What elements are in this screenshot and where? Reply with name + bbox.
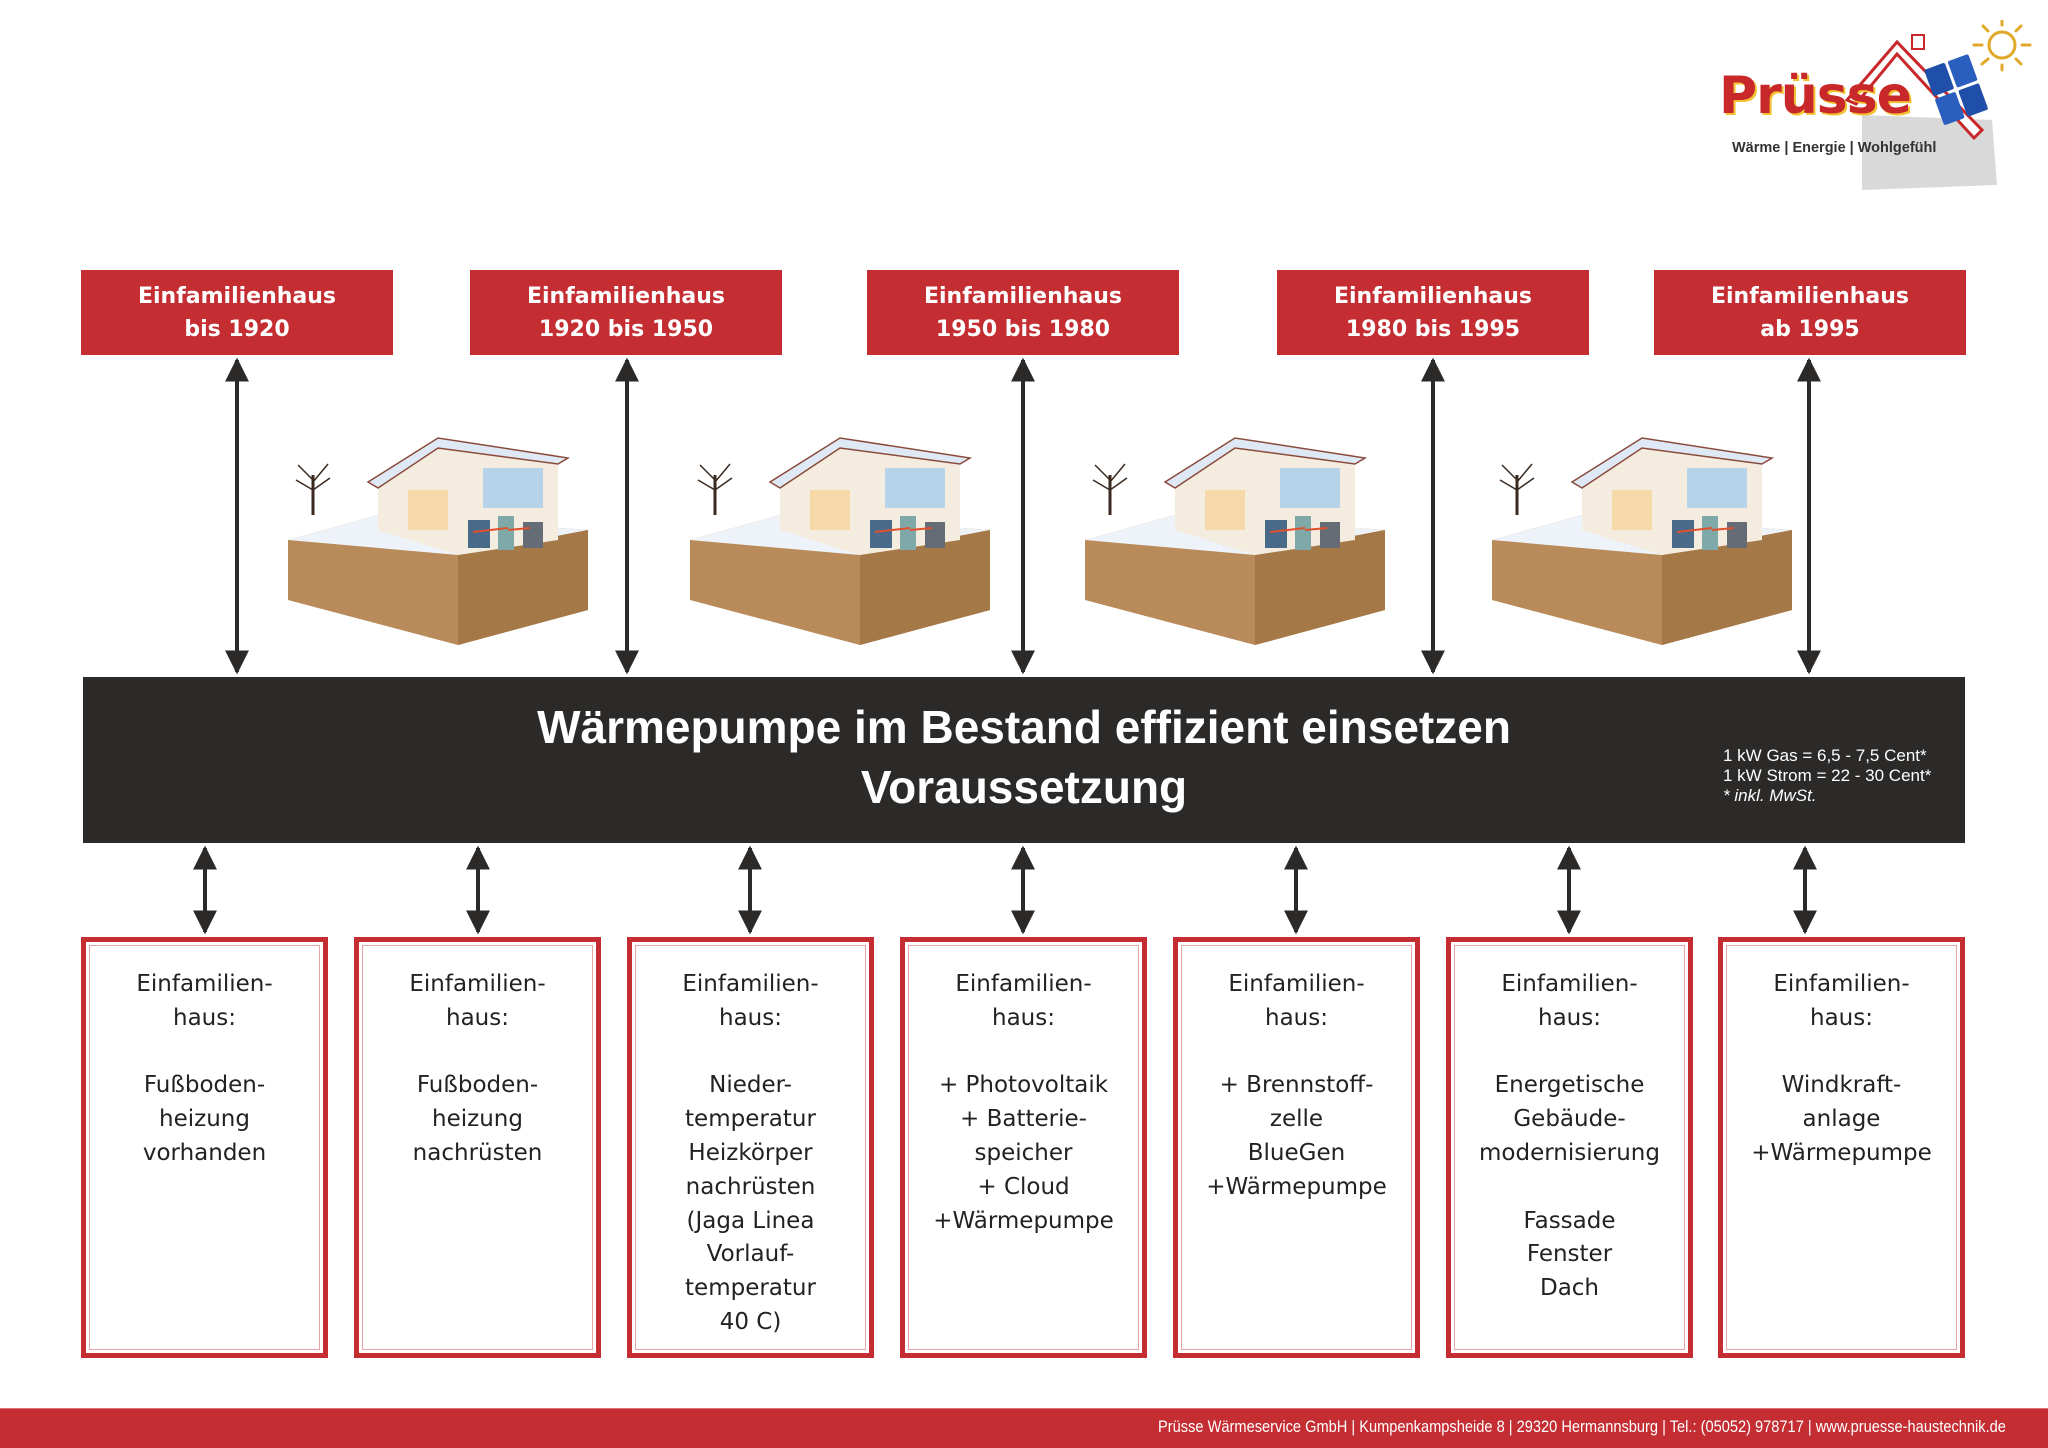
requirement-line: Energetische [1494, 1072, 1645, 1099]
requirement-line: haus: [719, 1004, 782, 1031]
banner-title-line1: Wärmepumpe im Bestand effizient einsetze… [537, 701, 1511, 753]
requirement-line: anlage [1802, 1106, 1881, 1133]
line-gap [632, 1036, 869, 1070]
era-range: 1920 bis 1950 [538, 316, 714, 342]
requirement-line: Einfamilien- [955, 971, 1092, 997]
era-title: Einfamilienhaus [137, 283, 337, 309]
requirement-box: Einfamilien-haus: Fußboden-heizung vorhand… [81, 937, 328, 1358]
main-banner: Wärmepumpe im Bestand effizient einsetze… [83, 677, 1965, 843]
requirement-line: haus: [1265, 1004, 1328, 1031]
era-box-bis-1920: Einfamilienhaus bis 1920 [81, 270, 393, 355]
banner-title: Wärmepumpe im Bestand effizient einsetze… [83, 697, 1965, 817]
requirement-line: Fassade [1523, 1207, 1616, 1234]
requirement-line: Einfamilien- [409, 971, 546, 997]
company-logo: Prüsse Wärme | Energie | Wohlgefühl [1712, 20, 2032, 190]
era-range: 1980 bis 1995 [1345, 316, 1521, 342]
requirement-line: haus: [446, 1004, 509, 1031]
requirement-line: Vorlauf- [706, 1241, 795, 1268]
requirement-line: +Wärmepumpe [1751, 1139, 1932, 1166]
requirement-line: Gebäude- [1513, 1106, 1626, 1133]
line-gap [1723, 1036, 1960, 1070]
requirement-line: BlueGen [1247, 1139, 1346, 1166]
era-range: bis 1920 [184, 316, 290, 342]
era-title: Einfamilienhaus [923, 283, 1123, 309]
era-box-1920-1950: Einfamilienhaus 1920 bis 1950 [470, 270, 782, 355]
requirement-line: modernisierung [1479, 1139, 1660, 1166]
logo-brand-name: Prüsse [1719, 66, 1912, 126]
requirement-line: Heizkörper [688, 1139, 813, 1166]
requirement-line: speicher [974, 1139, 1073, 1166]
price-notes: 1 kW Gas = 6,5 - 7,5 Cent* 1 kW Strom = … [1723, 746, 1931, 806]
requirement-line: haus: [173, 1004, 236, 1031]
era-range: ab 1995 [1760, 316, 1860, 342]
footer-bar: Prüsse Wärmeservice GmbH | Kumpenkampshe… [0, 1408, 2048, 1448]
requirement-box: Einfamilien-haus: Windkraft-anlage +Wärmep… [1718, 937, 1965, 1358]
era-box-1980-1995: Einfamilienhaus 1980 bis 1995 [1277, 270, 1589, 355]
requirement-line: Fußboden- [143, 1072, 266, 1099]
house-groundwater-well-icon [1085, 437, 1385, 645]
footer-contact-text: Prüsse Wärmeservice GmbH | Kumpenkampshe… [1158, 1417, 2006, 1436]
requirement-line: Fenster [1526, 1241, 1613, 1268]
house-ground-collector-icon [288, 437, 588, 645]
house-air-intake-icon [690, 437, 990, 645]
requirement-line: Windkraft- [1781, 1072, 1902, 1099]
requirement-line: Dach [1539, 1275, 1600, 1302]
note-power-price: 1 kW Strom = 22 - 30 Cent* [1723, 766, 1932, 785]
requirement-line: Einfamilien- [1228, 971, 1365, 997]
requirement-line: (Jaga Linea [686, 1207, 815, 1234]
requirement-box: Einfamilien-haus: Fußboden-heizung nachrüs… [354, 937, 601, 1358]
era-title: Einfamilienhaus [1333, 283, 1533, 309]
requirement-line: Einfamilien- [1773, 971, 1910, 997]
requirement-line: Einfamilien- [136, 971, 273, 997]
requirement-line: heizung [159, 1106, 250, 1133]
requirement-line: Einfamilien- [1501, 971, 1638, 997]
requirement-line: haus: [1538, 1004, 1601, 1031]
requirement-line: haus: [992, 1004, 1055, 1031]
line-gap [359, 1036, 596, 1070]
requirement-line: Fußboden- [416, 1072, 539, 1099]
era-title: Einfamilienhaus [526, 283, 726, 309]
banner-title-line2: Voraussetzung [860, 761, 1188, 813]
line-gap [905, 1036, 1142, 1070]
requirement-line: +Wärmepumpe [1206, 1173, 1387, 1200]
requirement-line: + Brennstoff- [1219, 1072, 1374, 1099]
line-gap [86, 1036, 323, 1070]
requirement-line: + Photovoltaik [938, 1072, 1109, 1099]
requirement-line: vorhanden [142, 1139, 267, 1166]
logo-tagline: Wärme | Energie | Wohlgefühl [1732, 140, 1937, 156]
era-box-ab-1995: Einfamilienhaus ab 1995 [1654, 270, 1966, 355]
era-title: Einfamilienhaus [1710, 283, 1910, 309]
era-range: 1950 bis 1980 [935, 316, 1111, 342]
requirement-line: Nieder- [709, 1072, 792, 1099]
line-gap [1451, 1171, 1688, 1205]
requirement-line: nachrüsten [412, 1139, 543, 1166]
requirement-line: haus: [1810, 1004, 1873, 1031]
requirement-line: + Batterie- [960, 1106, 1087, 1133]
requirement-line: Einfamilien- [682, 971, 819, 997]
requirement-line: 40 C) [719, 1308, 782, 1335]
requirement-line: heizung [432, 1106, 523, 1133]
requirement-line: temperatur [685, 1106, 816, 1133]
line-gap [1451, 1036, 1688, 1070]
requirement-line: zelle [1269, 1106, 1324, 1133]
requirement-line: nachrüsten [685, 1173, 816, 1200]
house-with-solar-roof-and-sun-icon [1844, 20, 2032, 190]
requirement-box: Einfamilien-haus: + Photovoltaik + Batteri… [900, 937, 1147, 1358]
line-gap [1178, 1036, 1415, 1070]
era-box-1950-1980: Einfamilienhaus 1950 bis 1980 [867, 270, 1179, 355]
note-vat-footnote: * inkl. MwSt. [1723, 786, 1817, 805]
requirement-line: temperatur [685, 1275, 816, 1302]
house-borehole-probe-icon [1492, 437, 1792, 645]
requirement-line: + Cloud [977, 1173, 1070, 1200]
requirement-line: +Wärmepumpe [933, 1207, 1114, 1234]
note-gas-price: 1 kW Gas = 6,5 - 7,5 Cent* [1723, 746, 1927, 765]
